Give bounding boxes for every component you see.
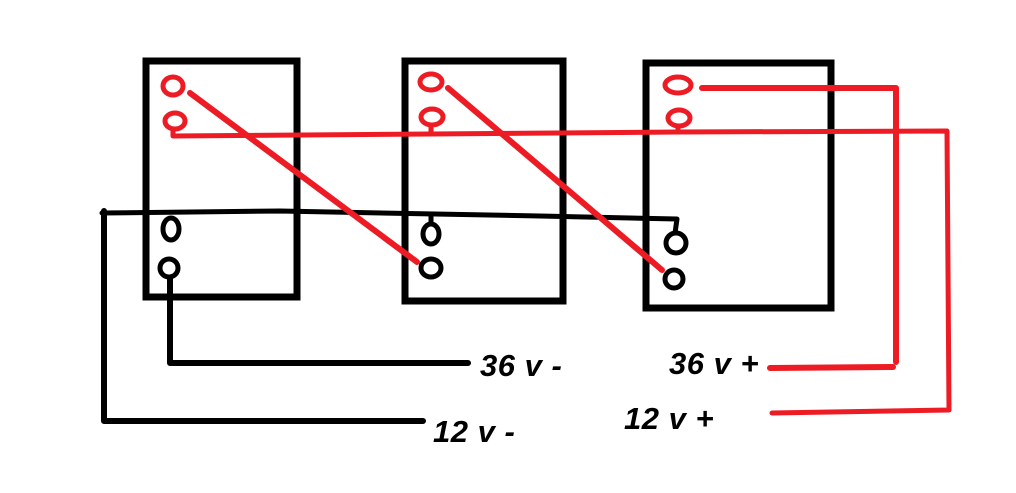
label-36v-positive: 36 v + <box>669 346 760 381</box>
battery-3-red-terminal-top <box>662 74 694 96</box>
battery-3 <box>642 59 835 312</box>
wire-red-series-link-1 <box>187 90 420 265</box>
battery-3-black-terminal-top <box>663 230 689 256</box>
battery-3-red-terminal-bottom <box>665 107 693 129</box>
label-12v-positive: 12 v + <box>624 401 715 436</box>
wire-black-negative-bus <box>99 208 680 236</box>
battery-2-red-terminal-bottom <box>418 106 446 128</box>
wire-red-series-link-2 <box>445 85 665 273</box>
battery-2-red-terminal-top <box>417 71 445 93</box>
battery-1-red-terminal-bottom <box>162 110 188 132</box>
battery-3-black-terminal-bottom <box>662 267 686 291</box>
label-12v-negative: 12 v - <box>433 414 516 449</box>
battery-1-black-terminal-top <box>160 215 182 243</box>
battery-2-black-terminal-top <box>420 221 442 247</box>
wire-black-12v-negative-lead <box>101 208 426 424</box>
wire-red-36v-plus-lead <box>767 364 896 371</box>
battery-1-red-terminal-top <box>160 74 186 98</box>
battery-2 <box>401 57 567 305</box>
battery-2-black-terminal-bottom <box>418 256 444 280</box>
battery-1-black-terminal-bottom <box>157 256 181 280</box>
battery-1 <box>142 57 301 301</box>
label-36v-negative: 36 v - <box>480 348 563 383</box>
wire-red-36v-plus-riser <box>699 85 899 365</box>
wire-black-36v-negative-lead <box>167 273 471 366</box>
